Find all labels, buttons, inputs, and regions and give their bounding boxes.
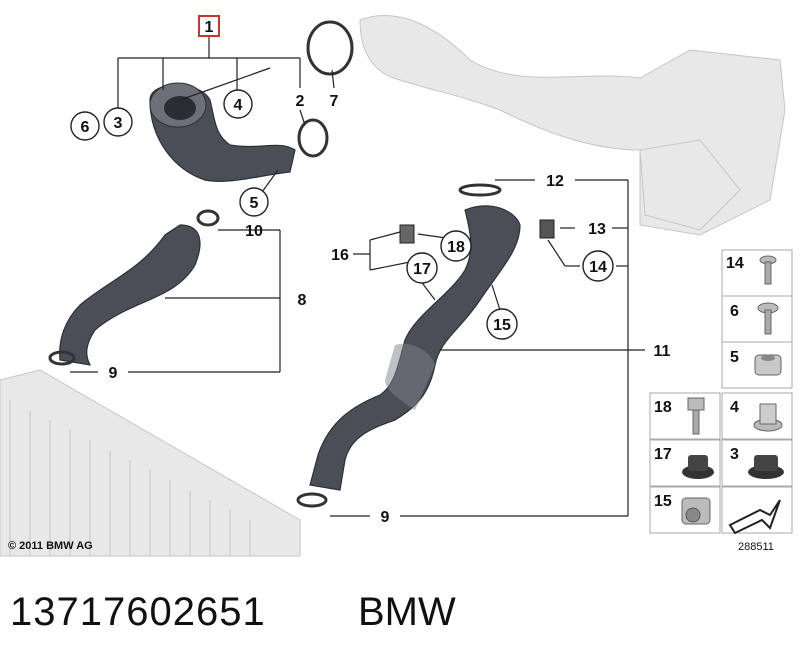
o-ring-12 [458, 183, 502, 197]
sensor-13 [539, 219, 555, 239]
callout-1[interactable]: 1 [198, 15, 220, 37]
diagram-id: 288511 [738, 541, 774, 553]
intercooler [0, 369, 301, 557]
svg-text:17: 17 [413, 261, 431, 278]
callout-7[interactable]: 7 [330, 93, 339, 110]
o-ring-9-upper [48, 350, 76, 366]
copyright-notice: © 2011 BMW AG [8, 540, 93, 552]
sealing-ring-2 [297, 118, 329, 158]
legend-label-3: 3 [730, 446, 739, 463]
callout-6[interactable]: 6 [70, 111, 100, 141]
o-ring-9-lower [296, 492, 328, 508]
brand-name: BMW [358, 590, 456, 634]
svg-text:5: 5 [250, 195, 259, 212]
svg-text:14: 14 [589, 259, 607, 276]
callout-14[interactable]: 14 [582, 250, 614, 282]
legend-label-18: 18 [654, 399, 672, 416]
legend-label-14: 14 [726, 255, 744, 272]
legend-label-15: 15 [654, 493, 672, 510]
legend-cell-14[interactable] [721, 249, 793, 297]
svg-text:15: 15 [493, 317, 511, 334]
callout-8[interactable]: 8 [298, 292, 307, 309]
air-intake-duct [359, 15, 786, 236]
hose-clamp-7 [306, 20, 354, 76]
callout-10[interactable]: 10 [245, 223, 263, 240]
charge-air-pipe-11 [309, 205, 521, 491]
fastener-legend: 14 6 5 18 4 17 3 15 [649, 249, 793, 535]
screw-icon [759, 255, 777, 285]
bushing-icon [753, 403, 783, 432]
callout-5[interactable]: 5 [239, 187, 269, 217]
part-number: 13717602651 [10, 590, 266, 634]
legend-cell-17[interactable] [649, 439, 721, 487]
nut-icon [754, 354, 782, 376]
callout-9-lower[interactable]: 9 [381, 509, 390, 526]
svg-text:1: 1 [205, 19, 214, 36]
legend-label-17: 17 [654, 446, 672, 463]
intercooler-fins [9, 400, 251, 556]
charge-air-hose-8 [59, 224, 201, 366]
legend-label-6: 6 [730, 303, 739, 320]
leader-lines [70, 36, 645, 517]
callout-18[interactable]: 18 [440, 230, 472, 262]
svg-text:4: 4 [234, 97, 243, 114]
svg-text:18: 18 [447, 239, 465, 256]
callout-17[interactable]: 17 [406, 252, 438, 284]
callout-4[interactable]: 4 [223, 89, 253, 119]
bolt-with-washer-icon [757, 302, 779, 335]
elbow-hose-part [149, 82, 296, 182]
svg-text:3: 3 [114, 115, 123, 132]
legend-cell-18[interactable] [649, 392, 721, 440]
o-ring-10 [196, 209, 220, 227]
arrow-icon [728, 499, 781, 535]
legend-cell-6[interactable] [721, 295, 793, 343]
hex-bolt-icon [687, 397, 705, 435]
callout-9-upper[interactable]: 9 [109, 365, 118, 382]
callout-3[interactable]: 3 [103, 107, 133, 137]
sensor-16 [399, 224, 415, 244]
callout-12[interactable]: 12 [546, 173, 564, 190]
legend-label-5: 5 [730, 349, 739, 366]
clip-icon [681, 497, 711, 525]
callout-16[interactable]: 16 [331, 247, 349, 264]
grommet-icon-3 [748, 455, 784, 479]
callout-2[interactable]: 2 [296, 93, 305, 110]
svg-text:6: 6 [81, 119, 90, 136]
callout-13[interactable]: 13 [588, 221, 606, 238]
callout-15[interactable]: 15 [486, 308, 518, 340]
legend-label-4: 4 [730, 399, 739, 416]
callout-11[interactable]: 11 [654, 343, 671, 360]
grommet-icon-17 [682, 455, 714, 479]
legend-cell-4[interactable] [721, 392, 793, 440]
